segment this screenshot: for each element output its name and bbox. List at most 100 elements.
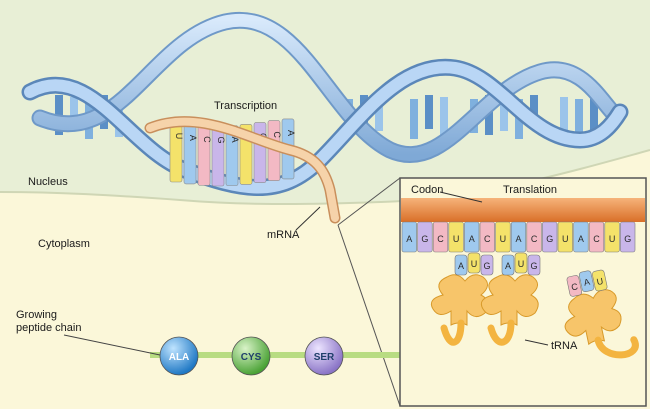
transcript-base-letter: C (272, 131, 282, 138)
dna-rung (500, 97, 508, 131)
anticodon-base (480, 254, 494, 276)
mrna-codon-base-letter: G (421, 234, 428, 244)
dna-rung (410, 99, 418, 139)
zoom-line-top (337, 177, 401, 226)
transcript-base (211, 125, 225, 187)
mrna-codon-base (479, 221, 495, 253)
transcript-base-letter: A (230, 137, 240, 143)
peptide-label-pointer (63, 334, 161, 356)
mrna-codon-base-letter: A (469, 234, 475, 244)
anticodon-base-letter: C (570, 281, 579, 292)
mrna-codon-base-letter: U (500, 234, 507, 244)
mrna-codon-base-letter: G (624, 234, 631, 244)
anticodon-base (578, 270, 595, 293)
amino-acid-ser: SER (304, 336, 344, 376)
trna-label-pointer (524, 339, 549, 346)
anticodon-base-letter: A (458, 261, 464, 271)
anticodon-base (566, 275, 582, 297)
label-growing: Growing (16, 309, 57, 321)
anticodon-base (454, 254, 468, 276)
dna-rung (590, 95, 598, 135)
mrna-codon-base (432, 221, 449, 253)
anticodon-base-letter: G (483, 261, 490, 271)
codon-label-pointer (439, 191, 483, 203)
amino-acid-label: SER (314, 352, 335, 363)
mrna-codon-base (495, 221, 511, 253)
amino-acid-label: CYS (241, 352, 262, 363)
label-translation: Translation (503, 184, 557, 196)
dna-rung (560, 97, 568, 137)
mrna-codon-base-letter: U (453, 234, 460, 244)
anticodon-base-letter: G (530, 261, 537, 271)
anticodon-base (501, 254, 515, 276)
mrna-codon-base (464, 221, 480, 253)
mrna-codon-base-letter: A (515, 234, 521, 244)
label-nucleus: Nucleus (28, 176, 68, 188)
dna-strand-front-fill (24, 61, 626, 194)
mrna-codon-base (401, 221, 417, 253)
dna-rung (440, 97, 448, 137)
anticodon-base-letter: A (583, 277, 591, 288)
mrna-codon-base (542, 221, 558, 253)
anticodon-base-letter: U (596, 276, 604, 287)
amino-acid-bead (231, 336, 271, 376)
transcript-base-letter: A (188, 135, 198, 141)
mrna-codon-base (448, 221, 464, 253)
transcript-base (183, 123, 197, 185)
mrna-codon-base (510, 221, 527, 253)
mrna-codon-base (620, 221, 636, 253)
trna-stem (440, 319, 465, 346)
anticodon-base (514, 252, 528, 274)
mrna-label-pointer (295, 206, 321, 231)
anticodon-base-letter: A (505, 261, 511, 271)
label-trna: tRNA (551, 340, 578, 352)
label-mrna: mRNA (267, 229, 300, 241)
label-transcription: Transcription (214, 100, 277, 112)
amino-acid-label: ALA (169, 352, 190, 363)
mrna-codon-base-letter: U (609, 234, 616, 244)
mrna-codon-base-letter: C (484, 234, 491, 244)
trna-cloverleaf (564, 289, 622, 346)
dna-double-helix (21, 11, 629, 196)
anticodon-base-letter: U (518, 259, 525, 269)
transcript-base (169, 121, 183, 183)
mrna-codon-base (573, 221, 589, 253)
mrna-codon-base (417, 221, 433, 253)
amino-acid-bead (304, 336, 344, 376)
amino-acid-cys: CYS (231, 336, 271, 376)
amino-acid-bead (159, 336, 199, 376)
anticodon-base (592, 269, 608, 292)
anticodon-base-letter: U (471, 259, 478, 269)
zoom-line-bottom (337, 224, 401, 407)
trna-stem (594, 336, 639, 359)
transcript-base (197, 125, 211, 186)
label-codon: Codon (411, 184, 443, 196)
mrna-codon-base (526, 221, 542, 253)
mrna-codon-base-letter: A (578, 234, 584, 244)
transcript-base-letter: G (216, 136, 226, 143)
mrna-codon-base-letter: U (562, 234, 569, 244)
transcript-base-letter: C (202, 136, 212, 143)
mrna-strand (146, 117, 339, 222)
mrna-codon-base-letter: A (406, 234, 412, 244)
anticodon-base (527, 254, 541, 276)
trna-stem (487, 319, 515, 346)
mrna-codon-base (557, 221, 573, 253)
mrna-codon-base-letter: C (593, 234, 600, 244)
dna-rung (575, 99, 583, 133)
mrna-codon-base-letter: G (546, 234, 553, 244)
transcript-base-letter: A (286, 130, 296, 136)
label-cytoplasm: Cytoplasm (38, 238, 90, 250)
dna-rung (375, 97, 383, 131)
mrna-codon-base (588, 221, 605, 253)
dna-rung (425, 95, 433, 129)
mrna-codon-base-letter: C (531, 234, 538, 244)
